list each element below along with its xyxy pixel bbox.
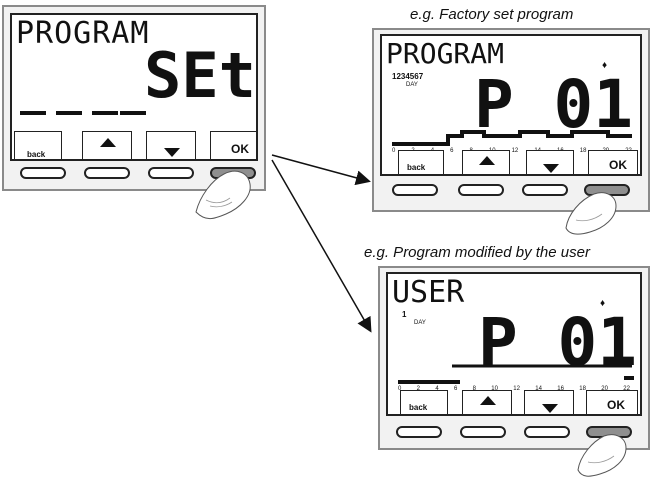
up-button[interactable]: [462, 150, 510, 174]
back-label: back: [407, 163, 426, 172]
key-down[interactable]: [522, 184, 568, 196]
schedule-bars-factory: [392, 130, 632, 146]
flame-icon: ♦: [600, 298, 606, 309]
ok-button[interactable]: OK: [586, 390, 638, 414]
lcd-dash: [20, 111, 46, 115]
lcd-dash: [120, 111, 146, 115]
down-arrow-icon: [543, 164, 559, 173]
finger-icon: [565, 192, 617, 235]
lcd-dash: [56, 111, 82, 115]
back-button[interactable]: back: [398, 150, 444, 174]
up-button[interactable]: [82, 131, 132, 159]
up-arrow-icon: [100, 138, 116, 147]
down-button[interactable]: [146, 131, 196, 159]
key-up[interactable]: [460, 426, 506, 438]
day-label: DAY: [414, 320, 426, 326]
caption-factory: e.g. Factory set program: [410, 6, 574, 23]
day-label: DAY: [406, 82, 418, 88]
finger-icon: [195, 170, 251, 220]
lcd-dash: [92, 111, 118, 115]
thermostat-factory: PROGRAM 1234567 DAY P 01 ♦ 0 2 4 6 8 10 …: [372, 28, 650, 212]
flame-icon: ♦: [602, 60, 608, 71]
ok-button[interactable]: OK: [588, 150, 638, 174]
thermostat-left: PROGRAM SEt back OK: [2, 5, 266, 191]
down-arrow-icon: [542, 404, 558, 413]
key-down[interactable]: [148, 167, 194, 179]
lcd-screen-user: USER 1 DAY P 01 ♦ 0 2 4 6 8 10 12 14 16 …: [386, 272, 642, 416]
down-arrow-icon: [164, 148, 180, 157]
hour-ticks: 0 2 4 6 8 10 12 14 16 18 20 22: [398, 386, 630, 392]
lcd-top-text: PROGRAM: [386, 37, 505, 70]
back-button[interactable]: back: [400, 390, 448, 414]
schedule-bars-user: [398, 364, 634, 384]
lcd-screen-left: PROGRAM SEt back OK: [10, 13, 258, 161]
up-arrow-icon: [479, 156, 495, 165]
key-up[interactable]: [458, 184, 504, 196]
lcd-top-text: USER: [392, 275, 465, 310]
lcd-main-text: SEt: [144, 39, 256, 112]
back-label: back: [409, 403, 428, 412]
key-back[interactable]: [392, 184, 438, 196]
down-button[interactable]: [524, 390, 574, 414]
up-arrow-icon: [480, 396, 496, 405]
back-label: back: [27, 150, 46, 159]
down-button[interactable]: [526, 150, 574, 174]
ok-label: OK: [609, 158, 627, 172]
day-numbers: 1: [402, 310, 407, 319]
lcd-screen-factory: PROGRAM 1234567 DAY P 01 ♦ 0 2 4 6 8 10 …: [380, 34, 642, 176]
lcd-program-number: P 01: [474, 66, 633, 143]
ok-button[interactable]: OK: [210, 131, 256, 159]
key-back[interactable]: [396, 426, 442, 438]
day-numbers: 1234567: [392, 72, 424, 81]
ok-label: OK: [607, 398, 625, 412]
ok-label: OK: [231, 142, 249, 156]
thermostat-user: USER 1 DAY P 01 ♦ 0 2 4 6 8 10 12 14 16 …: [378, 266, 650, 450]
arrow-to-factory: [271, 154, 371, 186]
finger-icon: [577, 434, 627, 477]
caption-user: e.g. Program modified by the user: [364, 244, 590, 261]
lcd-top-text: PROGRAM: [16, 16, 150, 51]
up-button[interactable]: [462, 390, 512, 414]
key-up[interactable]: [84, 167, 130, 179]
arrow-to-user: [271, 159, 372, 333]
back-button[interactable]: back: [14, 131, 62, 159]
key-back[interactable]: [20, 167, 66, 179]
key-down[interactable]: [524, 426, 570, 438]
